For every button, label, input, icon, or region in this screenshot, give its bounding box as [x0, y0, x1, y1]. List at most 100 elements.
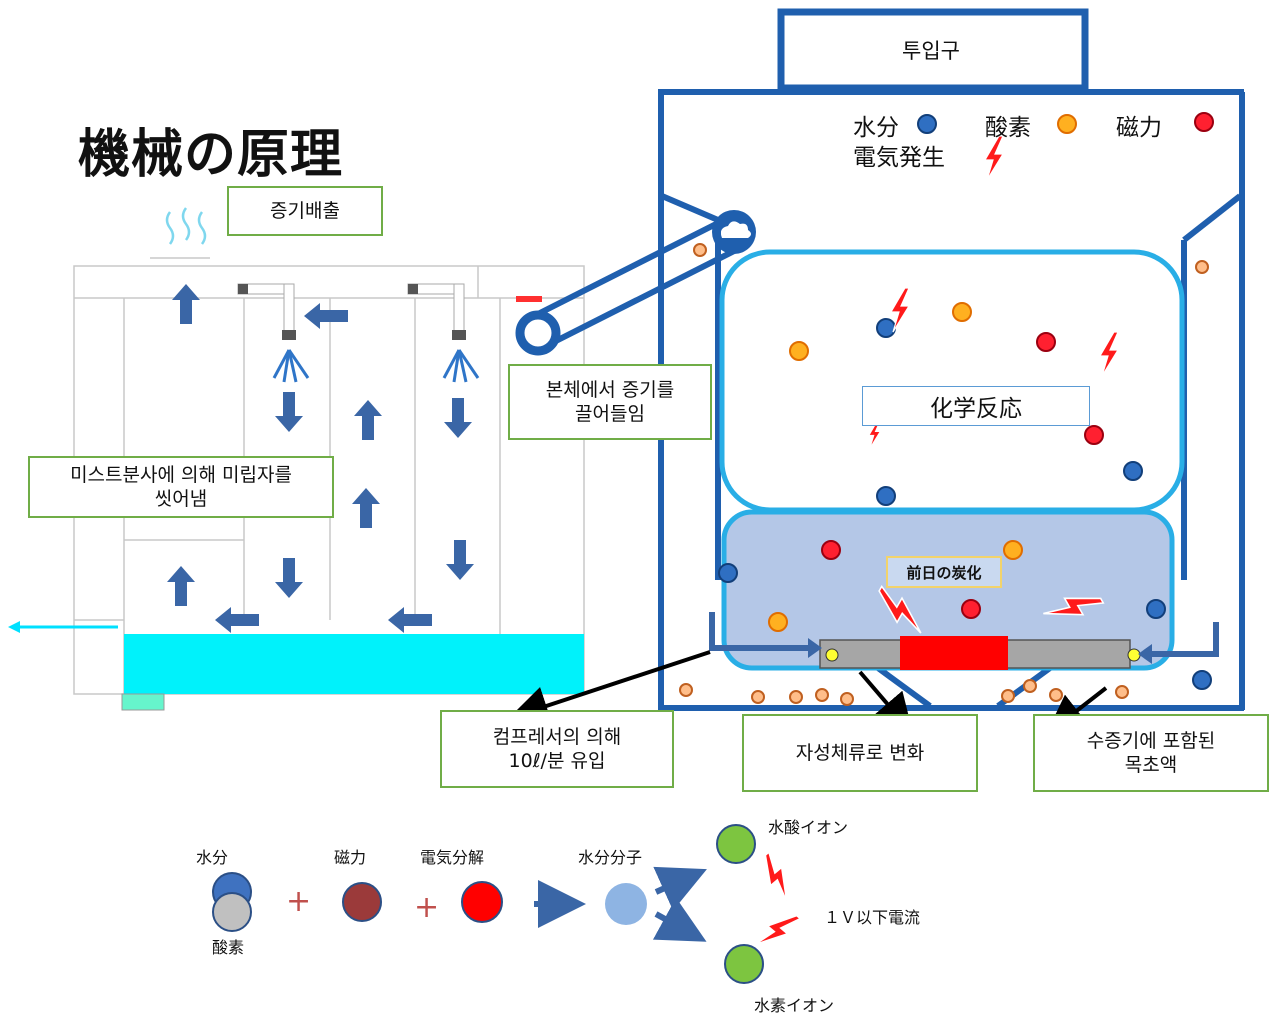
outflow-arrow — [8, 621, 118, 633]
reaction-chamber — [719, 249, 1185, 513]
molecule-ball — [605, 883, 647, 925]
mist-line-2: 씻어냄 — [154, 488, 208, 510]
legend-oxygen: 酸素 — [985, 115, 1031, 141]
air-inlet-pipe-left — [709, 612, 808, 651]
vinegar-line-2: 목초액 — [1124, 754, 1178, 776]
eq-molecule-label: 水分分子 — [578, 848, 643, 867]
lightning-bolts — [755, 135, 1120, 945]
lightning-icon — [764, 851, 788, 902]
lightning-icon — [983, 135, 1005, 181]
flow-arrow-left — [304, 303, 348, 329]
equation-diagram — [212, 824, 764, 984]
particle-m — [1084, 425, 1104, 445]
rod-end-left — [825, 648, 839, 662]
draw-steam-line-1: 본체에서 증기를 — [545, 379, 675, 401]
inlet-box — [777, 8, 1089, 92]
particle-o — [1003, 540, 1023, 560]
lightning-icon — [1043, 597, 1105, 616]
electrolysis-ball — [461, 881, 503, 923]
eq-water-label: 水分 — [196, 848, 229, 867]
flow-arrow-down — [444, 398, 472, 438]
particle-o — [1057, 114, 1077, 134]
lightning-icon — [878, 585, 922, 634]
particle-b — [1049, 688, 1063, 702]
inlet-label: 투입구 — [902, 39, 960, 63]
particle-b — [1195, 260, 1209, 274]
magnetic-label: 자성체류로 변화 — [742, 714, 978, 792]
magnet-ball — [342, 882, 382, 922]
particle-m — [1036, 332, 1056, 352]
particle-b — [1023, 679, 1037, 693]
compressor-line-2: 10ℓ/분 유입 — [508, 750, 606, 772]
flow-arrow-up — [167, 566, 195, 606]
particle-b — [693, 243, 707, 257]
particle-w — [917, 114, 937, 134]
heater-core — [900, 636, 1008, 670]
vinegar-label: 수증기에 포함된 목초액 — [1033, 714, 1269, 792]
rod-end-right — [1127, 648, 1141, 662]
eq-magnet-label: 磁力 — [334, 848, 367, 867]
mist-line-1: 미스트분사에 의해 미립자를 — [70, 464, 292, 486]
mist-label: 미스트분사에 의해 미립자를 씻어냄 — [28, 456, 334, 518]
flow-arrow-up — [352, 488, 380, 528]
lightning-icon — [889, 287, 911, 333]
flow-arrow-up — [172, 284, 200, 324]
draw-steam-line-2: 끌어들임 — [575, 403, 645, 425]
eq-plus-1: + — [286, 884, 312, 919]
particle-b — [1001, 689, 1015, 703]
eq-plus-2: + — [414, 890, 440, 925]
steam-exhaust-label: 증기배출 — [227, 186, 383, 236]
lightning-icon — [1098, 331, 1120, 377]
particle-o — [952, 302, 972, 322]
compressor-label: 컴프레서의 의해 10ℓ/분 유입 — [440, 710, 674, 788]
hydrogen-ball — [724, 944, 764, 984]
particle-w — [1192, 670, 1212, 690]
particle-b — [815, 688, 829, 702]
water-basin — [124, 634, 584, 694]
eq-hydrogen-label: 水素イオン — [754, 996, 835, 1015]
drain-valve — [121, 693, 165, 711]
fan-ring-icon — [515, 310, 561, 356]
flow-arrow-down — [275, 392, 303, 432]
flow-arrow-up — [354, 400, 382, 440]
spray-nozzle-icon — [272, 349, 480, 383]
compressor-line-1: 컴프레서의 의해 — [492, 726, 622, 748]
draw-steam-label: 본체에서 증기를 끌어들임 — [508, 364, 712, 440]
legend-electric: 電気発生 — [853, 145, 945, 171]
flow-arrows — [167, 284, 474, 633]
steam-icon — [165, 207, 207, 245]
steam-duct — [528, 219, 746, 349]
legend-water: 水分 — [853, 115, 899, 141]
particle-w — [876, 318, 896, 338]
particle-m — [821, 540, 841, 560]
prev-day-label: 前日の炭化 — [886, 556, 1002, 588]
flow-arrow-left — [388, 607, 432, 633]
particle-b — [679, 683, 693, 697]
particle-b — [751, 690, 765, 704]
vinegar-line-1: 수증기에 포함된 — [1086, 730, 1216, 752]
chem-reaction-label: 化学反応 — [862, 386, 1090, 426]
eq-oxygen-label: 酸素 — [212, 938, 245, 957]
hydroxide-ball — [716, 824, 756, 864]
particle-o — [789, 341, 809, 361]
flow-arrow-left — [215, 607, 259, 633]
legend-magnet: 磁力 — [1116, 115, 1162, 141]
eq-electrolysis-label: 電気分解 — [420, 848, 485, 867]
page-title: 機械の原理 — [78, 125, 344, 185]
particle-m — [961, 599, 981, 619]
particle-w — [876, 486, 896, 506]
eq-current-label: １Ｖ以下電流 — [824, 908, 921, 927]
flow-arrow-down — [275, 558, 303, 598]
oxygen-ball — [212, 892, 252, 932]
particle-b — [840, 692, 854, 706]
air-inlet-pipe-right — [1152, 622, 1219, 657]
spray-pipe — [237, 283, 466, 340]
particle-b — [789, 690, 803, 704]
particle-b — [1115, 685, 1129, 699]
eq-hydroxide-label: 水酸イオン — [768, 818, 849, 837]
particle-o — [768, 612, 788, 632]
particle-w — [1123, 461, 1143, 481]
particle-w — [718, 563, 738, 583]
particle-m — [1194, 112, 1214, 132]
